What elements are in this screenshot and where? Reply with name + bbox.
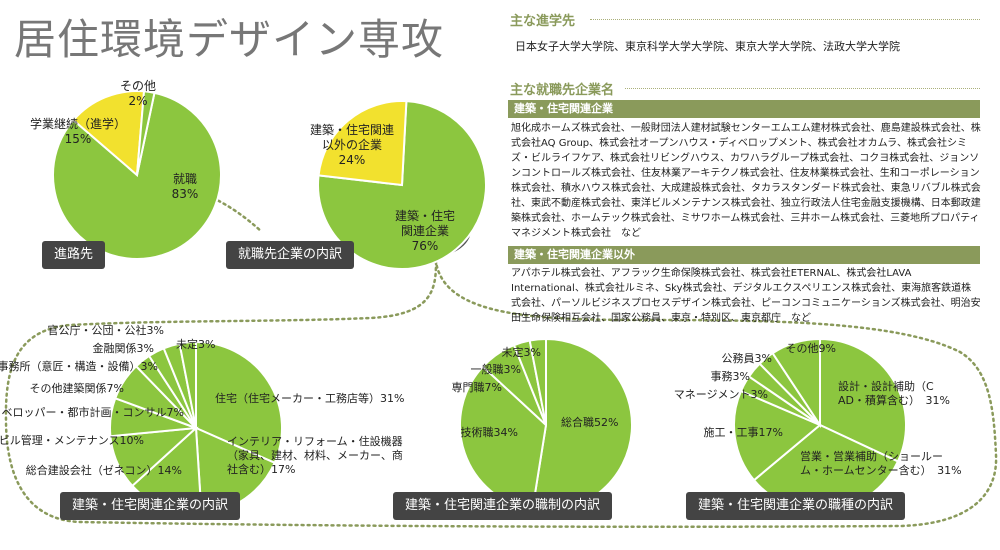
- enclosure-outline: [4, 260, 998, 529]
- group2-text: アパホテル株式会社、アフラック生命保険株式会社、株式会社ETERNAL、株式会社…: [511, 268, 981, 324]
- employers-rule: [625, 88, 980, 89]
- chart-title-career-path: 進路先: [42, 241, 106, 269]
- pie-2-label-6: 設計事務所（意匠・構造・設備）3%: [0, 359, 158, 373]
- grad-school-heading: 主な進学先: [510, 14, 576, 29]
- pie-0-slice-1: [72, 90, 146, 178]
- pie-3-label-4: 未定3%: [502, 345, 541, 359]
- pie-4-label-5: 公務員3%: [722, 351, 772, 365]
- pie-4-slice-0: [819, 337, 907, 463]
- pie-0-label-1: 学業継続（進学）15%: [30, 116, 126, 146]
- pie-4-label-2: 施工・工事17%: [704, 426, 783, 439]
- grad-school-rule: [590, 19, 980, 20]
- pie-2-slice-0: [195, 340, 283, 465]
- pie-2-label-4: ディベロッパー・都市計画・コンサル7%: [0, 405, 184, 419]
- pie-3-label-0: 総合職52%: [561, 415, 618, 429]
- pie-2-label-5: その他建築関係7%: [30, 381, 124, 395]
- pie-2-label-1: インテリア・リフォーム・住設機器（家具、建材、材料、メーカー、商社含む）17%: [227, 434, 403, 476]
- chart-title-position-breakdown: 建築・住宅関連企業の職制の内訳: [393, 492, 613, 520]
- pie-4-slice-2: [733, 389, 822, 482]
- pie-4-label-3: マネージメント3%: [674, 388, 768, 401]
- pie-3-label-2: 専門職7%: [452, 381, 502, 394]
- pie-2-label-7: 金融関係3%: [93, 341, 154, 355]
- connector-1: [211, 196, 264, 234]
- pie-2-label-0: 住宅（住宅メーカー・工務店等）31%: [215, 391, 404, 405]
- pie-4-label-6: その他9%: [786, 342, 836, 355]
- pie-3-label-3: 一般職3%: [471, 363, 521, 376]
- pie-2-label-2: 総合建設会社（ゼネコン）14%: [26, 463, 182, 477]
- page-title: 居住環境デザイン専攻: [14, 15, 445, 64]
- pie-3-label-1: 技術職34%: [461, 426, 518, 439]
- grad-school-text: 日本女子大学大学院、東京科学大学大学院、東京大学大学院、法政大学大学院: [515, 40, 900, 53]
- chart-title-housing-breakdown: 建築・住宅関連企業の内訳: [60, 492, 241, 520]
- group1-band: 建築・住宅関連企業: [508, 100, 980, 118]
- pie-0-slice-2: [136, 90, 156, 176]
- group2-band: 建築・住宅関連企業以外: [508, 246, 980, 264]
- pie-4-label-4: 事務3%: [711, 369, 750, 383]
- pie-2-label-3: ビル管理・メンテナンス10%: [0, 433, 144, 447]
- pie-1-slice-1: [317, 100, 408, 187]
- chart-title-employer-split: 就職先企業の内訳: [226, 241, 355, 269]
- pie-3-slice-4: [528, 337, 547, 426]
- pie-2-label-9: 未定3%: [176, 337, 215, 351]
- pie-2-label-8: 官公庁・公団・公社3%: [48, 323, 164, 337]
- chart-title-job-breakdown: 建築・住宅関連企業の職種の内訳: [686, 492, 906, 520]
- employers-heading: 主な就職先企業名: [510, 83, 615, 98]
- pie-4-label-1: 営業・営業補助（ショールーム・ホームセンター含む） 31%: [800, 449, 962, 477]
- pie-2-slice-9: [178, 340, 197, 429]
- group1-text: 旭化成ホームズ株式会社、一般財団法人建材試験センターエムエム建材株式会社、鹿島建…: [511, 123, 981, 239]
- pie-4-slice-6: [771, 337, 821, 429]
